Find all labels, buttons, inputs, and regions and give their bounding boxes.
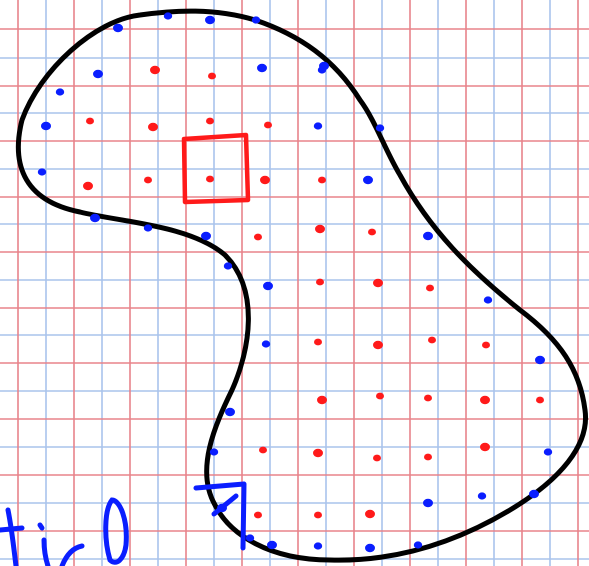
boundary-dot — [376, 124, 384, 131]
interior-dot — [259, 447, 267, 454]
boundary-dot — [56, 88, 64, 95]
interior-dot — [254, 234, 262, 241]
interior-dot — [144, 177, 152, 184]
boundary-dot — [201, 232, 211, 241]
boundary-dot — [414, 541, 422, 548]
interior-dot — [264, 122, 272, 129]
interior-dot — [318, 177, 326, 184]
boundary-dot — [544, 448, 552, 455]
boundary-dot — [210, 448, 218, 455]
interior-dot — [480, 396, 490, 405]
boundary-dot — [263, 282, 273, 291]
boundary-dot — [535, 356, 545, 365]
boundary-dot — [529, 490, 539, 499]
boundary-dot — [164, 12, 172, 19]
interior-dot — [83, 182, 93, 191]
interior-dot — [373, 341, 383, 350]
interior-dot — [316, 279, 324, 286]
interior-dot — [148, 123, 158, 132]
boundary-dot — [478, 492, 486, 499]
boundary-dot — [38, 168, 46, 175]
interior-dot — [206, 118, 214, 125]
boundary-dot — [144, 224, 152, 231]
boundary-dot — [41, 122, 51, 131]
boundary-dot — [365, 544, 375, 553]
interior-dot — [376, 393, 384, 400]
interior-dot — [206, 176, 214, 183]
interior-dot — [373, 455, 381, 462]
boundary-dot — [224, 262, 232, 269]
interior-dot — [317, 396, 327, 405]
boundary-dot — [267, 541, 277, 550]
boundary-dot — [423, 232, 433, 241]
interior-dot — [424, 395, 432, 402]
boundary-dot — [363, 176, 373, 185]
interior-dot — [536, 397, 544, 404]
boundary-dot — [93, 70, 103, 79]
boundary-dot — [314, 542, 322, 549]
interior-dot — [314, 339, 322, 346]
interior-dot — [254, 512, 262, 519]
interior-dot — [86, 118, 94, 125]
interior-dot — [373, 279, 383, 288]
interior-dot — [150, 66, 160, 75]
interior-dot — [260, 176, 270, 185]
boundary-dot — [205, 16, 215, 25]
interior-dot — [480, 443, 490, 452]
boundary-dot — [257, 64, 267, 73]
boundary-dot — [484, 296, 492, 303]
interior-dot — [428, 337, 436, 344]
boundary-dot — [319, 62, 329, 71]
boundary-dot — [252, 16, 260, 23]
boundary-dot — [262, 340, 270, 347]
interior-dot — [315, 225, 325, 234]
interior-dot — [424, 454, 432, 461]
interior-dot — [482, 342, 490, 349]
boundary-dot — [113, 24, 123, 33]
interior-dot — [426, 285, 434, 292]
boundary-dot — [90, 214, 100, 223]
boundary-dot — [217, 504, 227, 513]
boundary-dot — [314, 122, 322, 129]
boundary-dot — [225, 408, 235, 417]
interior-dot — [313, 449, 323, 458]
interior-dot — [365, 510, 375, 519]
interior-dot — [314, 512, 322, 519]
interior-dot — [368, 229, 376, 236]
boundary-dot — [423, 499, 433, 508]
interior-dot — [208, 73, 216, 80]
boundary-dot — [246, 534, 254, 541]
